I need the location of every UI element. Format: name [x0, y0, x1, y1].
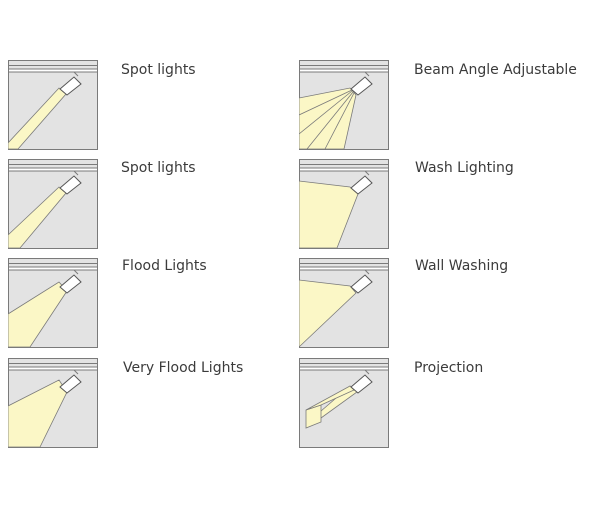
- spot-light-narrow-icon: [8, 60, 98, 150]
- item-label-very-flood-lights: Very Flood Lights: [123, 360, 244, 376]
- flood-light-icon: [8, 258, 98, 348]
- item-label-wash-lighting: Wash Lighting: [415, 160, 514, 176]
- spot-light-icon: [8, 159, 98, 249]
- item-label-spot-lights-1: Spot lights: [121, 62, 196, 78]
- wall-washing-icon: [299, 258, 389, 348]
- item-label-beam-angle-adjustable: Beam Angle Adjustable: [414, 62, 577, 78]
- very-flood-light-icon: [8, 358, 98, 448]
- beam-angle-adjustable-icon: [299, 60, 389, 150]
- wash-lighting-icon: [299, 159, 389, 249]
- item-label-projection: Projection: [414, 360, 484, 376]
- item-label-wall-washing: Wall Washing: [415, 258, 509, 274]
- item-label-spot-lights-2: Spot lights: [121, 160, 196, 176]
- item-label-flood-lights: Flood Lights: [122, 258, 207, 274]
- projection-icon: [299, 358, 389, 448]
